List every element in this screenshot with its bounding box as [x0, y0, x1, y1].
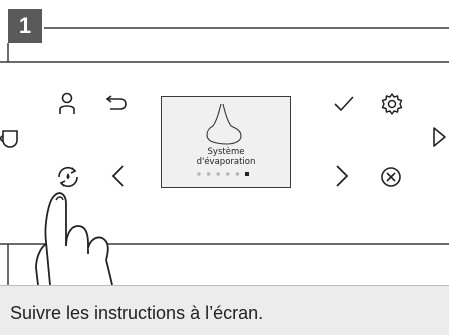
settings-gear-icon[interactable] — [380, 92, 404, 116]
pointing-hand-icon — [35, 192, 113, 286]
page-dot — [216, 172, 220, 176]
screen-title-line2: d'évaporation — [196, 157, 256, 167]
cup-icon[interactable] — [0, 126, 22, 150]
page-indicator — [197, 172, 249, 176]
caption-bar — [0, 285, 449, 335]
page-dot — [226, 172, 230, 176]
play-triangle-icon[interactable] — [432, 126, 448, 148]
check-icon[interactable] — [333, 95, 355, 113]
page-dot — [207, 172, 211, 176]
evaporation-cycle-icon[interactable] — [55, 164, 81, 190]
display-screen — [161, 96, 291, 188]
back-arrow-icon[interactable] — [104, 95, 128, 113]
person-icon[interactable] — [58, 92, 76, 116]
caption-text: Suivre les instructions à l’écran. — [10, 303, 264, 323]
chevron-right-icon[interactable] — [334, 164, 350, 188]
page-dot — [235, 172, 239, 176]
page-dot-active — [245, 172, 249, 176]
page-dot — [197, 172, 201, 176]
screen-title-line1: Système — [207, 147, 245, 157]
step-number-badge: 1 — [8, 9, 42, 43]
cancel-circle-icon[interactable] — [380, 166, 402, 188]
evaporation-system-icon — [206, 103, 242, 145]
chevron-left-icon[interactable] — [110, 164, 126, 188]
